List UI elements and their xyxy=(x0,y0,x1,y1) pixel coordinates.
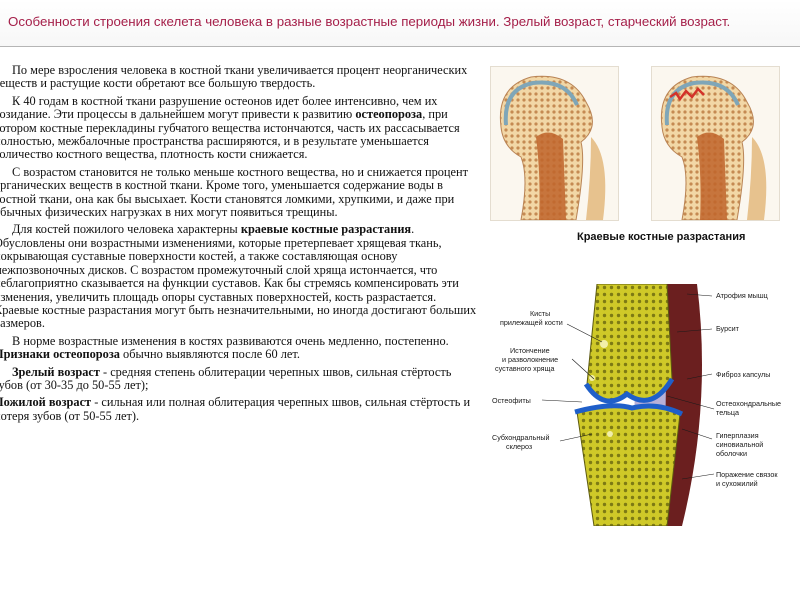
label-osteophytes: Остеофиты xyxy=(492,396,531,405)
label-ligaments: Поражение связок xyxy=(716,470,778,479)
text: К 40 годам в костной ткани разрушение ос… xyxy=(0,93,438,122)
label-muscle-atrophy: Атрофия мышц xyxy=(716,291,768,300)
label-thinning-2: и разволокнение xyxy=(502,355,558,364)
label-cysts: Кисты xyxy=(530,309,550,318)
paragraph: Для костей пожилого человека характерны … xyxy=(0,223,482,330)
hip-joint-normal-image xyxy=(491,67,618,221)
paragraph: К 40 годам в костной ткани разрушение ос… xyxy=(0,93,482,162)
bold-text: краевые костные разрастания xyxy=(240,222,412,237)
label-hyperplasia-2: синовиальной xyxy=(716,440,763,449)
bold-text: Признаки остеопороза xyxy=(0,347,120,362)
hip-joint-outgrowths-image xyxy=(652,67,779,221)
text: , при котором костные перекладины губчат… xyxy=(0,107,460,162)
paragraph: Пожилой возраст - сильная или полная обл… xyxy=(0,396,482,423)
label-hyperplasia-3: оболочки xyxy=(716,449,747,458)
paragraph: По мере взросления человека в костной тк… xyxy=(0,63,482,91)
paragraph: В норме возрастные изменения в костях ра… xyxy=(0,333,482,362)
text: По мере взросления человека в костной тк… xyxy=(0,63,468,91)
slide-title-bar: Особенности строения скелета человека в … xyxy=(0,0,800,47)
bold-text: остеопороза xyxy=(355,107,423,122)
label-osteochondral-2: тельца xyxy=(716,408,739,417)
image-caption: Краевые костные разрастания xyxy=(577,231,746,243)
knee-joint-diagram: Кисты прилежащей кости Истончение и разв… xyxy=(482,283,800,527)
paragraph: С возрастом становится не только меньше … xyxy=(0,164,482,220)
label-sclerosis: Субхондральный xyxy=(492,433,550,442)
label-bursitis: Бурсит xyxy=(716,324,740,333)
label-sclerosis-2: склероз xyxy=(506,442,533,451)
label-capsule-fibrosis: Фиброз капсулы xyxy=(716,370,770,379)
label-osteochondral: Остеохондральные xyxy=(716,399,781,408)
bold-text: Пожилой возраст xyxy=(0,395,92,410)
label-thinning-3: суставного хряща xyxy=(495,364,554,373)
bold-text: Зрелый возраст xyxy=(12,364,100,379)
label-ligaments-2: и сухожилий xyxy=(716,479,758,488)
body-text: По мере взросления человека в костной тк… xyxy=(0,63,482,423)
text: - сильная или полная облитерация черепны… xyxy=(0,395,471,423)
label-hyperplasia: Гиперплазия xyxy=(716,431,759,440)
text: . Обусловлены они возрастными изменениям… xyxy=(0,222,477,331)
text: - средняя степень облитерации черепных ш… xyxy=(0,364,452,392)
label-cysts-2: прилежащей кости xyxy=(500,318,563,327)
text: обычно выявляются после 60 лет. xyxy=(119,347,300,362)
label-thinning: Истончение xyxy=(510,346,550,355)
text: С возрастом становится не только меньше … xyxy=(0,164,469,220)
text: В норме возрастные изменения в костях ра… xyxy=(12,333,449,348)
slide-title: Особенности строения скелета человека в … xyxy=(8,14,731,29)
text: Для костей пожилого человека характерны xyxy=(12,222,241,237)
paragraph: Зрелый возраст - средняя степень облитер… xyxy=(0,364,482,393)
